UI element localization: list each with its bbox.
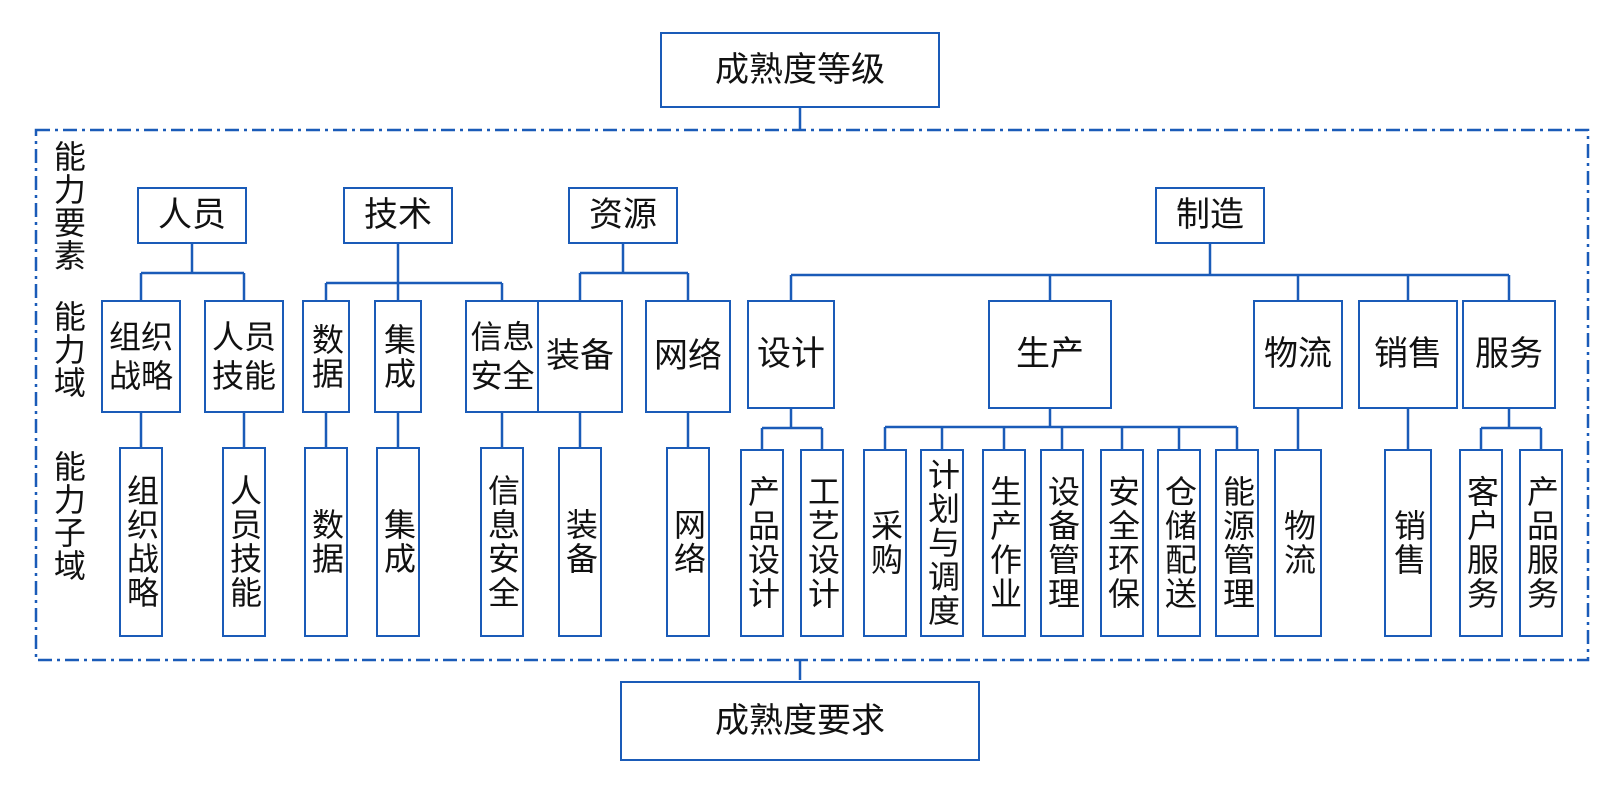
maturity-level-box: 成熟度等级 — [660, 32, 940, 108]
domain-info-security: 信息安全 — [465, 300, 540, 413]
subdomain-info-security: 信息安全 — [480, 447, 524, 637]
element-resources: 资源 — [568, 187, 678, 244]
domain-sales: 销售 — [1358, 300, 1458, 409]
subdomain-customer-service: 客户服务 — [1459, 449, 1503, 637]
connector-lines — [139, 106, 1543, 680]
capability-frame — [34, 128, 1590, 662]
subdomain-equipment-mgmt: 设备管理 — [1040, 449, 1084, 637]
domain-service: 服务 — [1462, 300, 1556, 409]
subdomain-sales: 销售 — [1384, 449, 1432, 637]
subdomain-safety-env: 安全环保 — [1100, 449, 1144, 637]
subdomain-org-strategy: 组织战略 — [119, 447, 163, 637]
element-manufacturing: 制造 — [1155, 187, 1265, 244]
maturity-requirement-box: 成熟度要求 — [620, 681, 980, 761]
subdomain-energy-mgmt: 能源管理 — [1215, 449, 1259, 637]
subdomain-planning-scheduling: 计划与调度 — [920, 449, 964, 637]
domain-staff-skills: 人员技能 — [204, 300, 284, 413]
domain-production: 生产 — [988, 300, 1112, 409]
row-label-subdomains: 能力子域 — [48, 450, 87, 582]
domain-org-strategy: 组织战略 — [101, 300, 181, 413]
domain-data: 数据 — [302, 300, 350, 413]
subdomain-network: 网络 — [666, 447, 710, 637]
domain-equipment: 装备 — [537, 300, 623, 413]
subdomain-staff-skills: 人员技能 — [222, 447, 266, 637]
element-personnel: 人员 — [137, 187, 247, 244]
subdomain-purchasing: 采购 — [863, 449, 907, 637]
row-label-elements: 能力要素 — [48, 140, 87, 272]
domain-logistics: 物流 — [1253, 300, 1343, 409]
subdomain-product-service: 产品服务 — [1519, 449, 1563, 637]
domain-integration: 集成 — [374, 300, 422, 413]
subdomain-logistics: 物流 — [1274, 449, 1322, 637]
domain-network: 网络 — [645, 300, 731, 413]
subdomain-product-design: 产品设计 — [740, 449, 784, 637]
row-label-domains: 能力域 — [48, 300, 87, 399]
subdomain-equipment: 装备 — [558, 447, 602, 637]
subdomain-integration: 集成 — [376, 447, 420, 637]
subdomain-data: 数据 — [304, 447, 348, 637]
subdomain-process-design: 工艺设计 — [800, 449, 844, 637]
subdomain-production-ops: 生产作业 — [982, 449, 1026, 637]
element-technology: 技术 — [343, 187, 453, 244]
subdomain-warehousing: 仓储配送 — [1157, 449, 1201, 637]
domain-design: 设计 — [747, 300, 835, 409]
